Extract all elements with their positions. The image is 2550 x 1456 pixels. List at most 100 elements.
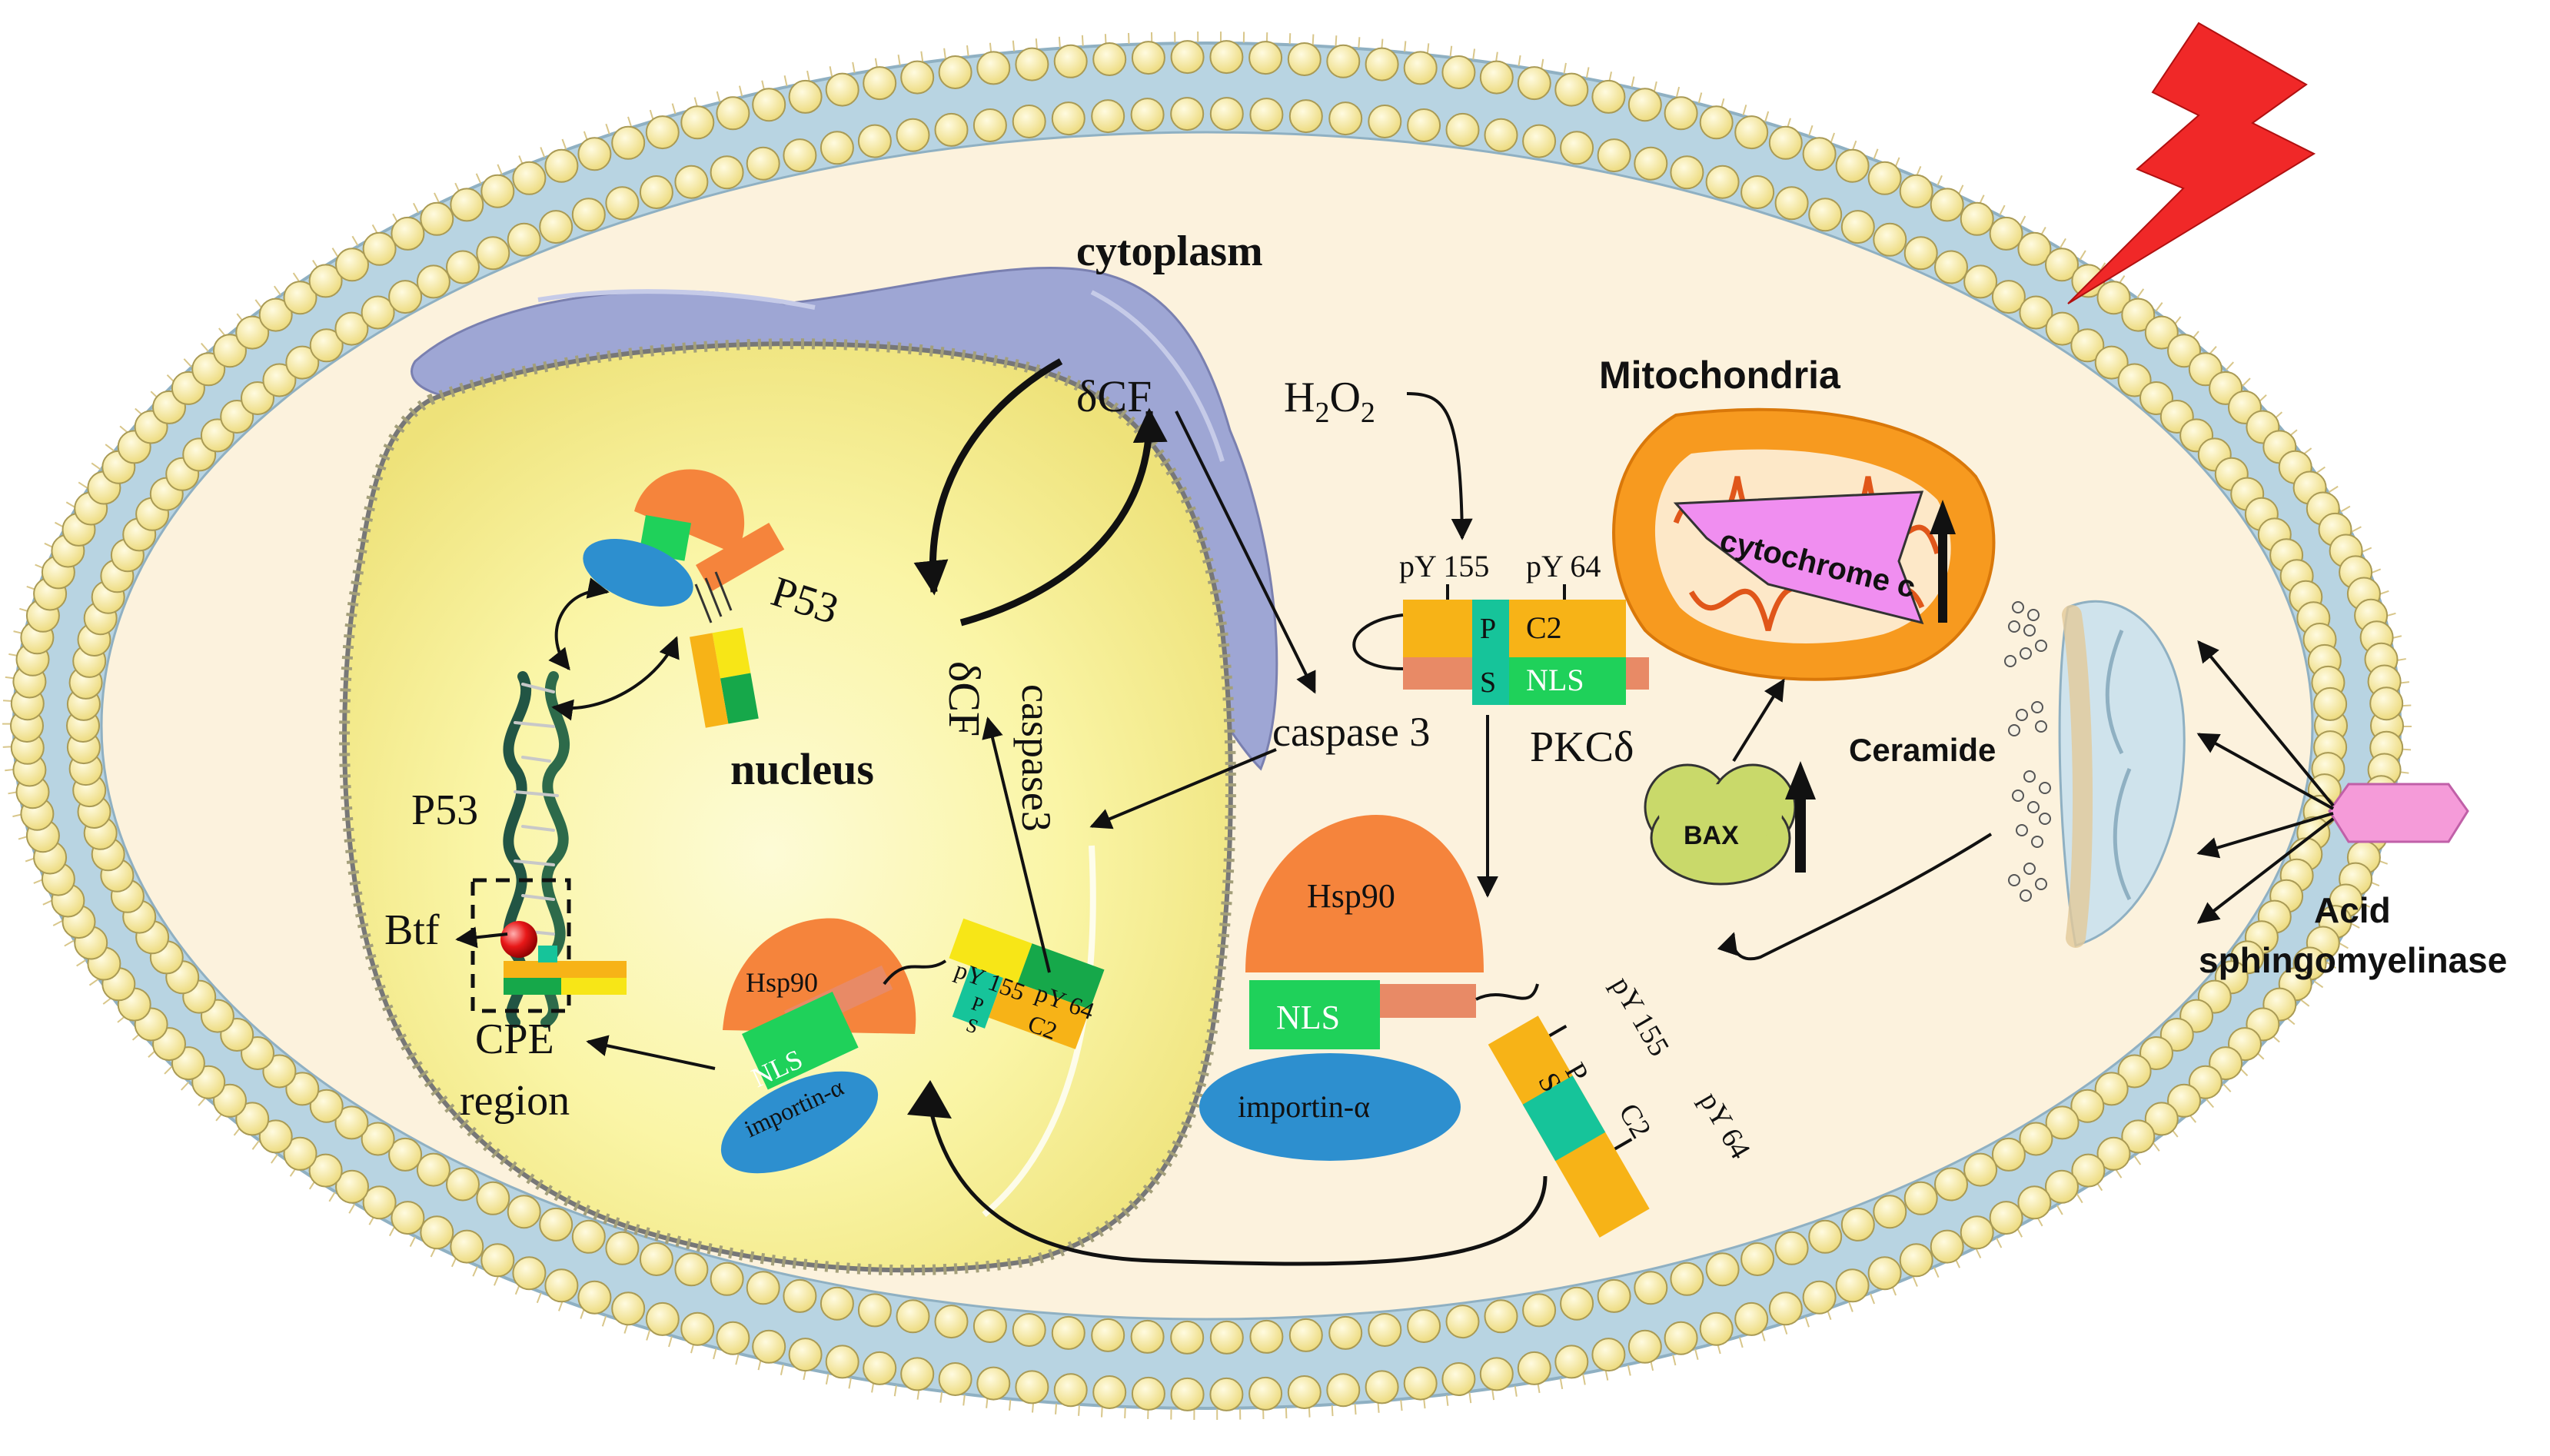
lipid-head bbox=[1051, 101, 1085, 136]
lipid-head bbox=[900, 1357, 935, 1391]
lipid-head bbox=[213, 334, 247, 368]
lipid-head bbox=[1664, 1321, 1698, 1355]
lipid-head bbox=[1130, 98, 1165, 132]
lipid-head bbox=[2019, 1122, 2053, 1156]
lipid-head bbox=[1053, 1373, 1088, 1408]
lipid-head bbox=[934, 112, 969, 147]
lipid-head bbox=[1699, 1311, 1734, 1346]
lipid-head bbox=[746, 1271, 780, 1305]
lipid-head bbox=[1484, 1299, 1518, 1334]
lipid-head bbox=[976, 1366, 1011, 1401]
lipid-head bbox=[577, 1280, 612, 1315]
lipid-head bbox=[857, 1293, 892, 1328]
lipid-head bbox=[544, 1268, 579, 1303]
lipid-head bbox=[645, 1301, 680, 1336]
lipid-head bbox=[2117, 363, 2152, 397]
lipid-head bbox=[746, 146, 780, 181]
lipid-head bbox=[391, 1201, 425, 1235]
lipid-head bbox=[1407, 1309, 1441, 1343]
lipid-head bbox=[1991, 1137, 2026, 1172]
lipid-head bbox=[1484, 118, 1518, 152]
lipid-head bbox=[934, 1305, 969, 1339]
lipid-head bbox=[285, 345, 320, 380]
ceramide-label: Ceramide bbox=[1849, 732, 1996, 768]
pathway-arrows bbox=[455, 392, 2335, 1266]
lipid-head bbox=[896, 118, 930, 152]
cpe-label-line2: region bbox=[460, 1077, 570, 1125]
lipid-head bbox=[1249, 1319, 1284, 1354]
lipid-head bbox=[639, 175, 673, 209]
lipid-head bbox=[507, 1195, 541, 1229]
lipid-head bbox=[611, 1291, 646, 1326]
bax-increase-arrow-head bbox=[1785, 761, 1816, 799]
lipid-head bbox=[2096, 1136, 2131, 1171]
lipid-head bbox=[1808, 1219, 1843, 1254]
lipid-head bbox=[1774, 1231, 1809, 1265]
lipid-head bbox=[1445, 112, 1480, 147]
lipid-head bbox=[1554, 72, 1589, 107]
lipid-head bbox=[1326, 44, 1361, 78]
lipid-head bbox=[420, 201, 454, 236]
lipid-head bbox=[334, 1105, 369, 1140]
lipid-head bbox=[334, 311, 369, 346]
cpe-label-line1: CPE bbox=[475, 1016, 554, 1063]
nucleus-label: nucleus bbox=[730, 744, 874, 794]
lipid-head bbox=[1930, 188, 1964, 222]
lipid-head bbox=[308, 264, 343, 298]
acid-sm-label-line1: Acid bbox=[2314, 890, 2391, 930]
lipid-head bbox=[2167, 334, 2201, 368]
lipid-head bbox=[857, 124, 892, 158]
lipid-head bbox=[1441, 55, 1476, 89]
lipid-head bbox=[1170, 1377, 1205, 1411]
lipid-head bbox=[1899, 1243, 1933, 1278]
lipid-head bbox=[645, 115, 680, 150]
p53-left-label: P53 bbox=[411, 786, 478, 834]
lipid-head bbox=[1835, 1268, 1870, 1303]
lipid-head bbox=[2117, 1054, 2152, 1089]
lipid-head bbox=[680, 105, 715, 140]
lipid-head bbox=[388, 1137, 423, 1172]
lipid-head bbox=[2045, 311, 2080, 346]
lipid-head bbox=[1989, 1201, 2023, 1235]
lipid-head bbox=[2369, 686, 2404, 721]
lightning-bolt-icon bbox=[2067, 22, 2316, 304]
lipid-head bbox=[1705, 165, 1740, 199]
lipid-head bbox=[1934, 250, 1968, 284]
lipid-head bbox=[710, 1262, 744, 1296]
lipid-head bbox=[1445, 1305, 1480, 1339]
lipid-head bbox=[1522, 1293, 1557, 1328]
lipid-head bbox=[1209, 97, 1244, 131]
lipid-head bbox=[1991, 280, 2026, 314]
ceramide-dots bbox=[2004, 601, 2051, 902]
lipid-head bbox=[788, 79, 823, 114]
lipid-head bbox=[2017, 1185, 2052, 1220]
lipid-head bbox=[1560, 1286, 1594, 1321]
btf-label: Btf bbox=[384, 906, 440, 954]
lipid-head bbox=[1873, 222, 1907, 257]
lipid-head bbox=[1131, 41, 1165, 75]
lipid-head bbox=[1835, 148, 1870, 183]
lipid-head bbox=[1963, 1152, 1998, 1187]
lipid-head bbox=[1840, 1207, 1875, 1242]
lipid-head bbox=[1867, 1256, 1902, 1291]
lipid-head bbox=[2017, 231, 2052, 266]
lipid-head bbox=[450, 1229, 484, 1264]
lipid-head bbox=[1091, 99, 1125, 134]
lipid-head bbox=[820, 131, 854, 165]
lipid-head bbox=[1903, 1181, 1938, 1215]
h2o2-label: H2O2 bbox=[1284, 374, 1375, 429]
lipid-head bbox=[1012, 1313, 1046, 1347]
lipid-head bbox=[335, 248, 369, 282]
lipid-head bbox=[539, 210, 574, 244]
lipid-head bbox=[1517, 66, 1551, 101]
complex-right-hsp90: Hsp90 bbox=[1307, 877, 1395, 915]
lipid-head bbox=[1634, 146, 1668, 181]
hsp90-importin-pkc-complex-nucleus: Hsp90 NLS importin-α pY 155 pY 64 P S C2 bbox=[720, 918, 1105, 1174]
lipid-head bbox=[476, 1181, 510, 1215]
lipid-head bbox=[1664, 96, 1698, 131]
lipid-head bbox=[2071, 1153, 2106, 1188]
lipid-head bbox=[783, 138, 817, 173]
lipid-head bbox=[605, 186, 640, 221]
lipid-head bbox=[825, 72, 859, 107]
caspase3-right-label: caspase 3 bbox=[1272, 709, 1430, 755]
